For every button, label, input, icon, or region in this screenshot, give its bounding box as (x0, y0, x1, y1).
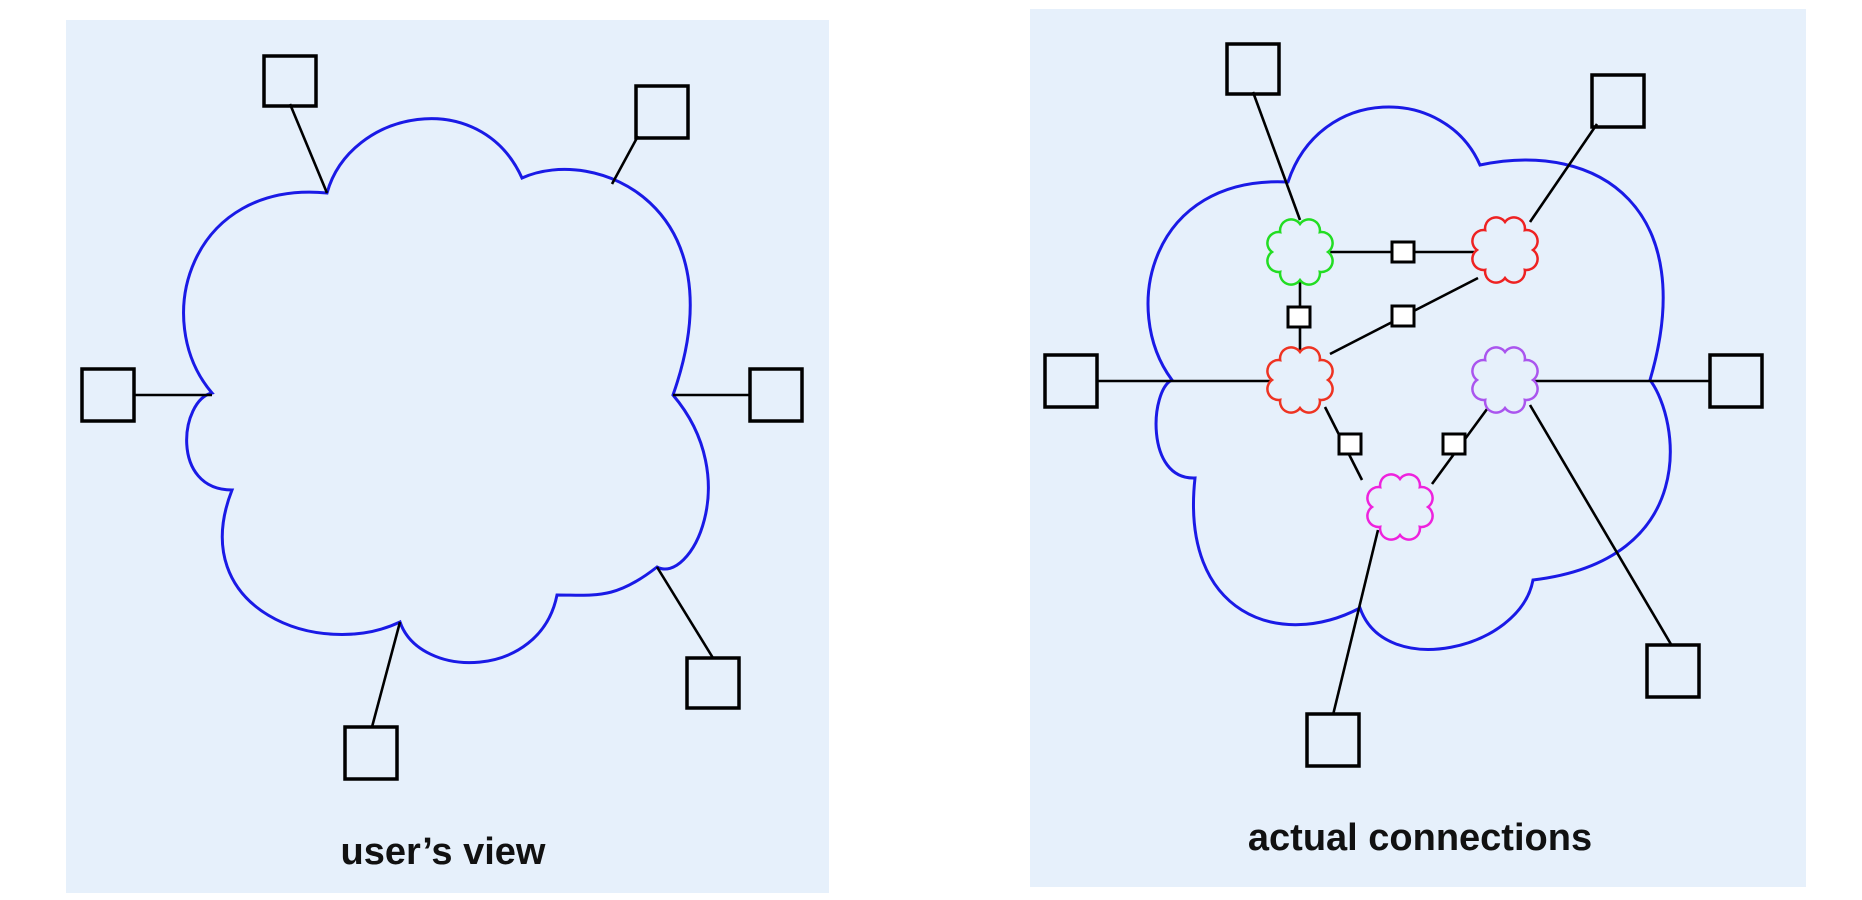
network-cloud (182, 117, 710, 665)
subnet-cloud-magenta (1366, 473, 1434, 541)
subnet-cloud-red-left (1266, 346, 1334, 414)
link-host-top-right (1528, 123, 1599, 223)
host-left (1043, 353, 1099, 409)
host-bottom-right (685, 656, 741, 710)
host-top-right (1590, 73, 1646, 129)
users-view-caption: user’s view (341, 831, 546, 873)
link-host-bottom-right (1528, 404, 1674, 647)
host-left (80, 367, 136, 423)
host-top-right (634, 84, 690, 140)
actual-connections-panel: actual connections (1030, 9, 1806, 887)
router-green-red (1390, 240, 1416, 264)
router-green-redleft (1286, 305, 1312, 329)
subnet-cloud-green (1266, 218, 1334, 286)
host-top-left (1225, 42, 1281, 96)
panel-background (66, 20, 829, 893)
users-view-panel: user’s view (66, 20, 829, 893)
host-right (1708, 353, 1764, 409)
link-host-top-left (288, 103, 329, 194)
host-bottom-right (1645, 643, 1701, 699)
host-right (748, 367, 804, 423)
link-host-top-left (1251, 91, 1302, 221)
router-redleft-redtop (1390, 304, 1416, 328)
router-redleft-magenta (1337, 432, 1363, 456)
panel-background (1030, 9, 1806, 887)
actual-connections-caption: actual connections (1248, 817, 1592, 859)
link-host-bottom-right (655, 566, 715, 659)
host-bottom (343, 725, 399, 781)
subnet-cloud-purple (1471, 346, 1539, 414)
router-purple-magenta (1441, 432, 1467, 456)
subnet-cloud-red-top (1471, 216, 1539, 284)
link-host-bottom (370, 621, 402, 728)
link-host-bottom (1331, 529, 1380, 716)
link-host-top-right (610, 135, 640, 185)
host-bottom (1305, 712, 1361, 768)
host-top-left (262, 54, 318, 108)
